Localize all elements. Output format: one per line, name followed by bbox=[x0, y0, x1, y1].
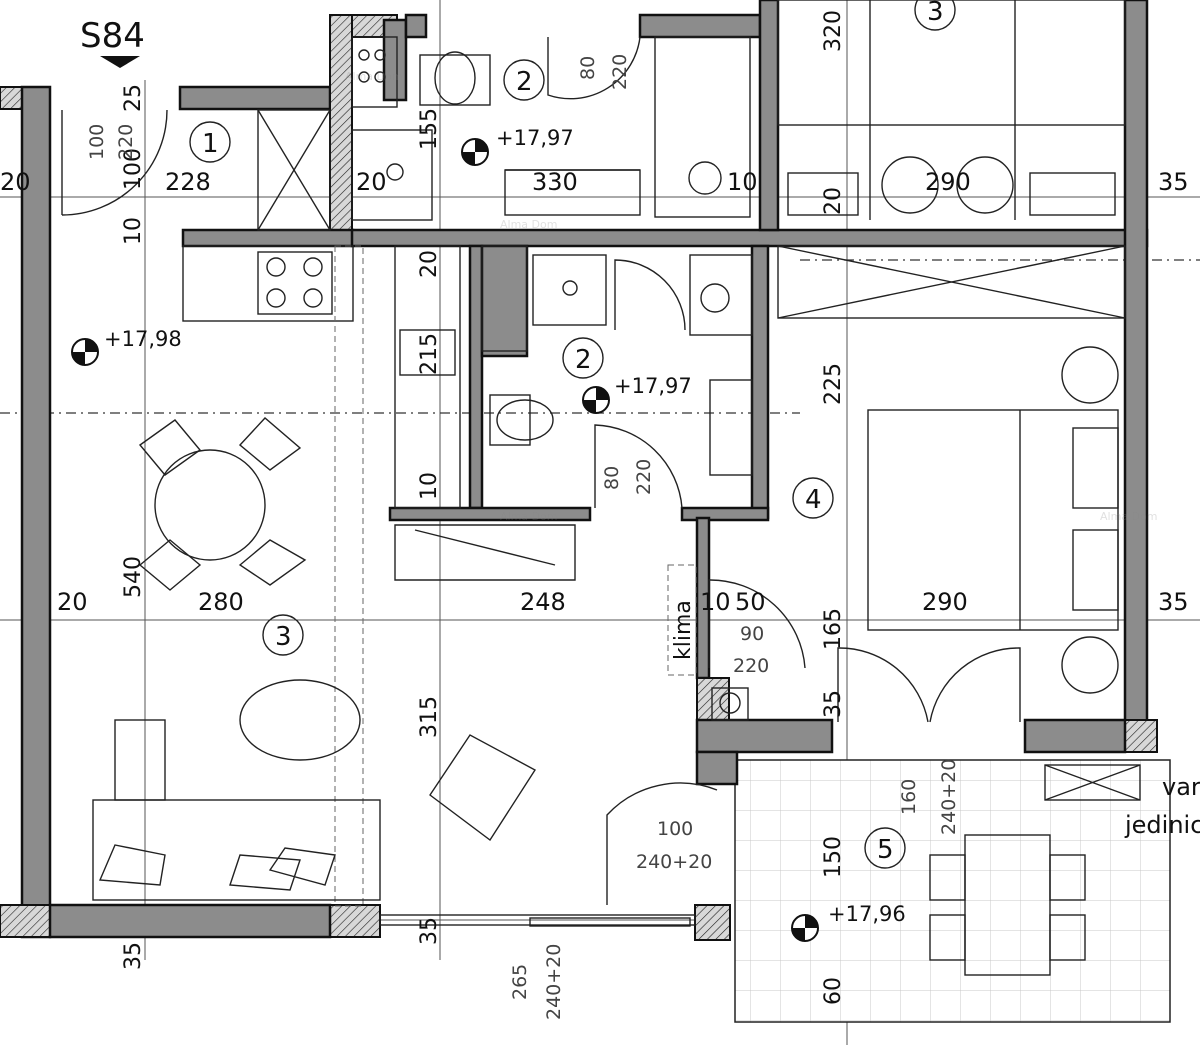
dimension: 10 bbox=[727, 168, 758, 196]
dimension: 225 bbox=[821, 363, 846, 405]
dimension: 215 bbox=[417, 333, 442, 375]
room-number: 2 bbox=[575, 345, 592, 375]
dimension: 10 bbox=[700, 588, 731, 616]
living-room bbox=[92, 417, 576, 901]
stair-marker: S84 bbox=[80, 16, 145, 68]
watermark-text: Alma Dom bbox=[1100, 510, 1157, 523]
edge-text-line: var bbox=[1162, 773, 1200, 801]
level-marker: +17,96 bbox=[791, 902, 906, 942]
dimension: 228 bbox=[165, 168, 211, 196]
dimension: 155 bbox=[417, 108, 442, 150]
dimension: 150 bbox=[821, 836, 846, 878]
door-width: 100 bbox=[657, 818, 693, 840]
dimension: 280 bbox=[198, 588, 244, 616]
room-number: 4 bbox=[805, 485, 822, 515]
room-number: 3 bbox=[927, 0, 944, 27]
dimension: 290 bbox=[925, 168, 971, 196]
klima-unit bbox=[667, 564, 806, 721]
dimension: 10 bbox=[121, 217, 146, 245]
room-number: 1 bbox=[202, 129, 219, 159]
watermark: Alma Dom Alma Dom Alma Dom Alma Dom bbox=[345, 70, 1157, 523]
bedroom-4 bbox=[777, 245, 1126, 723]
dimension: 20 bbox=[57, 588, 88, 616]
door-width: 80 bbox=[577, 56, 599, 80]
stair-label: S84 bbox=[80, 16, 145, 56]
door-width: 90 bbox=[740, 623, 764, 645]
kitchen bbox=[182, 245, 528, 907]
level-text: +17,97 bbox=[496, 126, 574, 150]
dimension: 35 bbox=[121, 942, 146, 970]
level-text: +17,96 bbox=[828, 902, 906, 926]
door-width: 265 bbox=[509, 964, 531, 1000]
room-1-entry bbox=[61, 109, 331, 231]
balcony-floor bbox=[734, 759, 1171, 1023]
room-number: 5 bbox=[877, 835, 894, 865]
dimension: 35 bbox=[1158, 588, 1189, 616]
klima-label: klima bbox=[671, 600, 696, 660]
watermark-text: Alma Dom bbox=[500, 510, 557, 523]
bathroom-middle bbox=[489, 254, 753, 509]
dimension: 290 bbox=[922, 588, 968, 616]
horizontal-dimensions: 20 228 20 330 10 290 35 20 280 248 10 50… bbox=[0, 168, 1189, 616]
dimension: 248 bbox=[520, 588, 566, 616]
dimension: 540 bbox=[121, 556, 146, 598]
watermark-text: Alma Dom bbox=[500, 218, 557, 231]
room-number: 3 bbox=[275, 622, 292, 652]
door-height: 240+20 bbox=[938, 759, 960, 835]
dimension: 165 bbox=[821, 608, 846, 650]
level-markers: +17,97 +17,98 +17,97 +17,96 bbox=[71, 126, 906, 942]
door-height: 220 bbox=[609, 54, 631, 90]
door-height: 240+20 bbox=[636, 851, 712, 873]
dimension: 100 bbox=[121, 148, 146, 190]
room-number: 2 bbox=[516, 67, 533, 97]
dimension: 10 bbox=[417, 472, 442, 500]
walls bbox=[0, 0, 1158, 941]
dimension: 35 bbox=[821, 690, 846, 718]
door-height: 220 bbox=[733, 655, 769, 677]
dimension: 50 bbox=[735, 588, 766, 616]
level-text: +17,97 bbox=[614, 374, 692, 398]
door-width: 160 bbox=[898, 779, 920, 815]
bedroom-3-top bbox=[777, 0, 1126, 220]
dimension: 320 bbox=[821, 10, 846, 52]
dimension: 330 bbox=[532, 168, 578, 196]
level-text: +17,98 bbox=[104, 327, 182, 351]
level-marker: +17,98 bbox=[71, 327, 182, 366]
dimension: 35 bbox=[417, 917, 442, 945]
room-numbers: 1 2 2 3 3 4 5 bbox=[189, 0, 956, 869]
watermark-text: Alma Dom bbox=[345, 70, 402, 83]
level-marker: +17,97 bbox=[582, 374, 692, 414]
door-width: 100 bbox=[86, 124, 108, 160]
vertical-dimensions: 25 100 10 155 20 320 215 10 540 315 35 3… bbox=[121, 10, 846, 1005]
door-height: 220 bbox=[115, 124, 137, 160]
dimension: 20 bbox=[0, 168, 31, 196]
dimension: 60 bbox=[821, 977, 846, 1005]
bathroom-top bbox=[351, 36, 751, 221]
edge-text: var jedinic bbox=[1124, 773, 1200, 839]
dimension: 25 bbox=[121, 84, 146, 112]
door-height: 240+20 bbox=[543, 944, 565, 1020]
dimension: 35 bbox=[1158, 168, 1189, 196]
dimension: 20 bbox=[417, 250, 442, 278]
door-height: 220 bbox=[633, 459, 655, 495]
balcony bbox=[529, 764, 1141, 976]
dimension: 20 bbox=[356, 168, 387, 196]
dimension: 20 bbox=[821, 187, 846, 215]
door-labels: 100 220 80 220 80 220 90 220 100 240+20 … bbox=[86, 54, 960, 1020]
edge-text-line: jedinic bbox=[1124, 811, 1200, 839]
level-marker: +17,97 bbox=[461, 126, 574, 166]
dimension: 315 bbox=[417, 696, 442, 738]
door-width: 80 bbox=[601, 466, 623, 490]
